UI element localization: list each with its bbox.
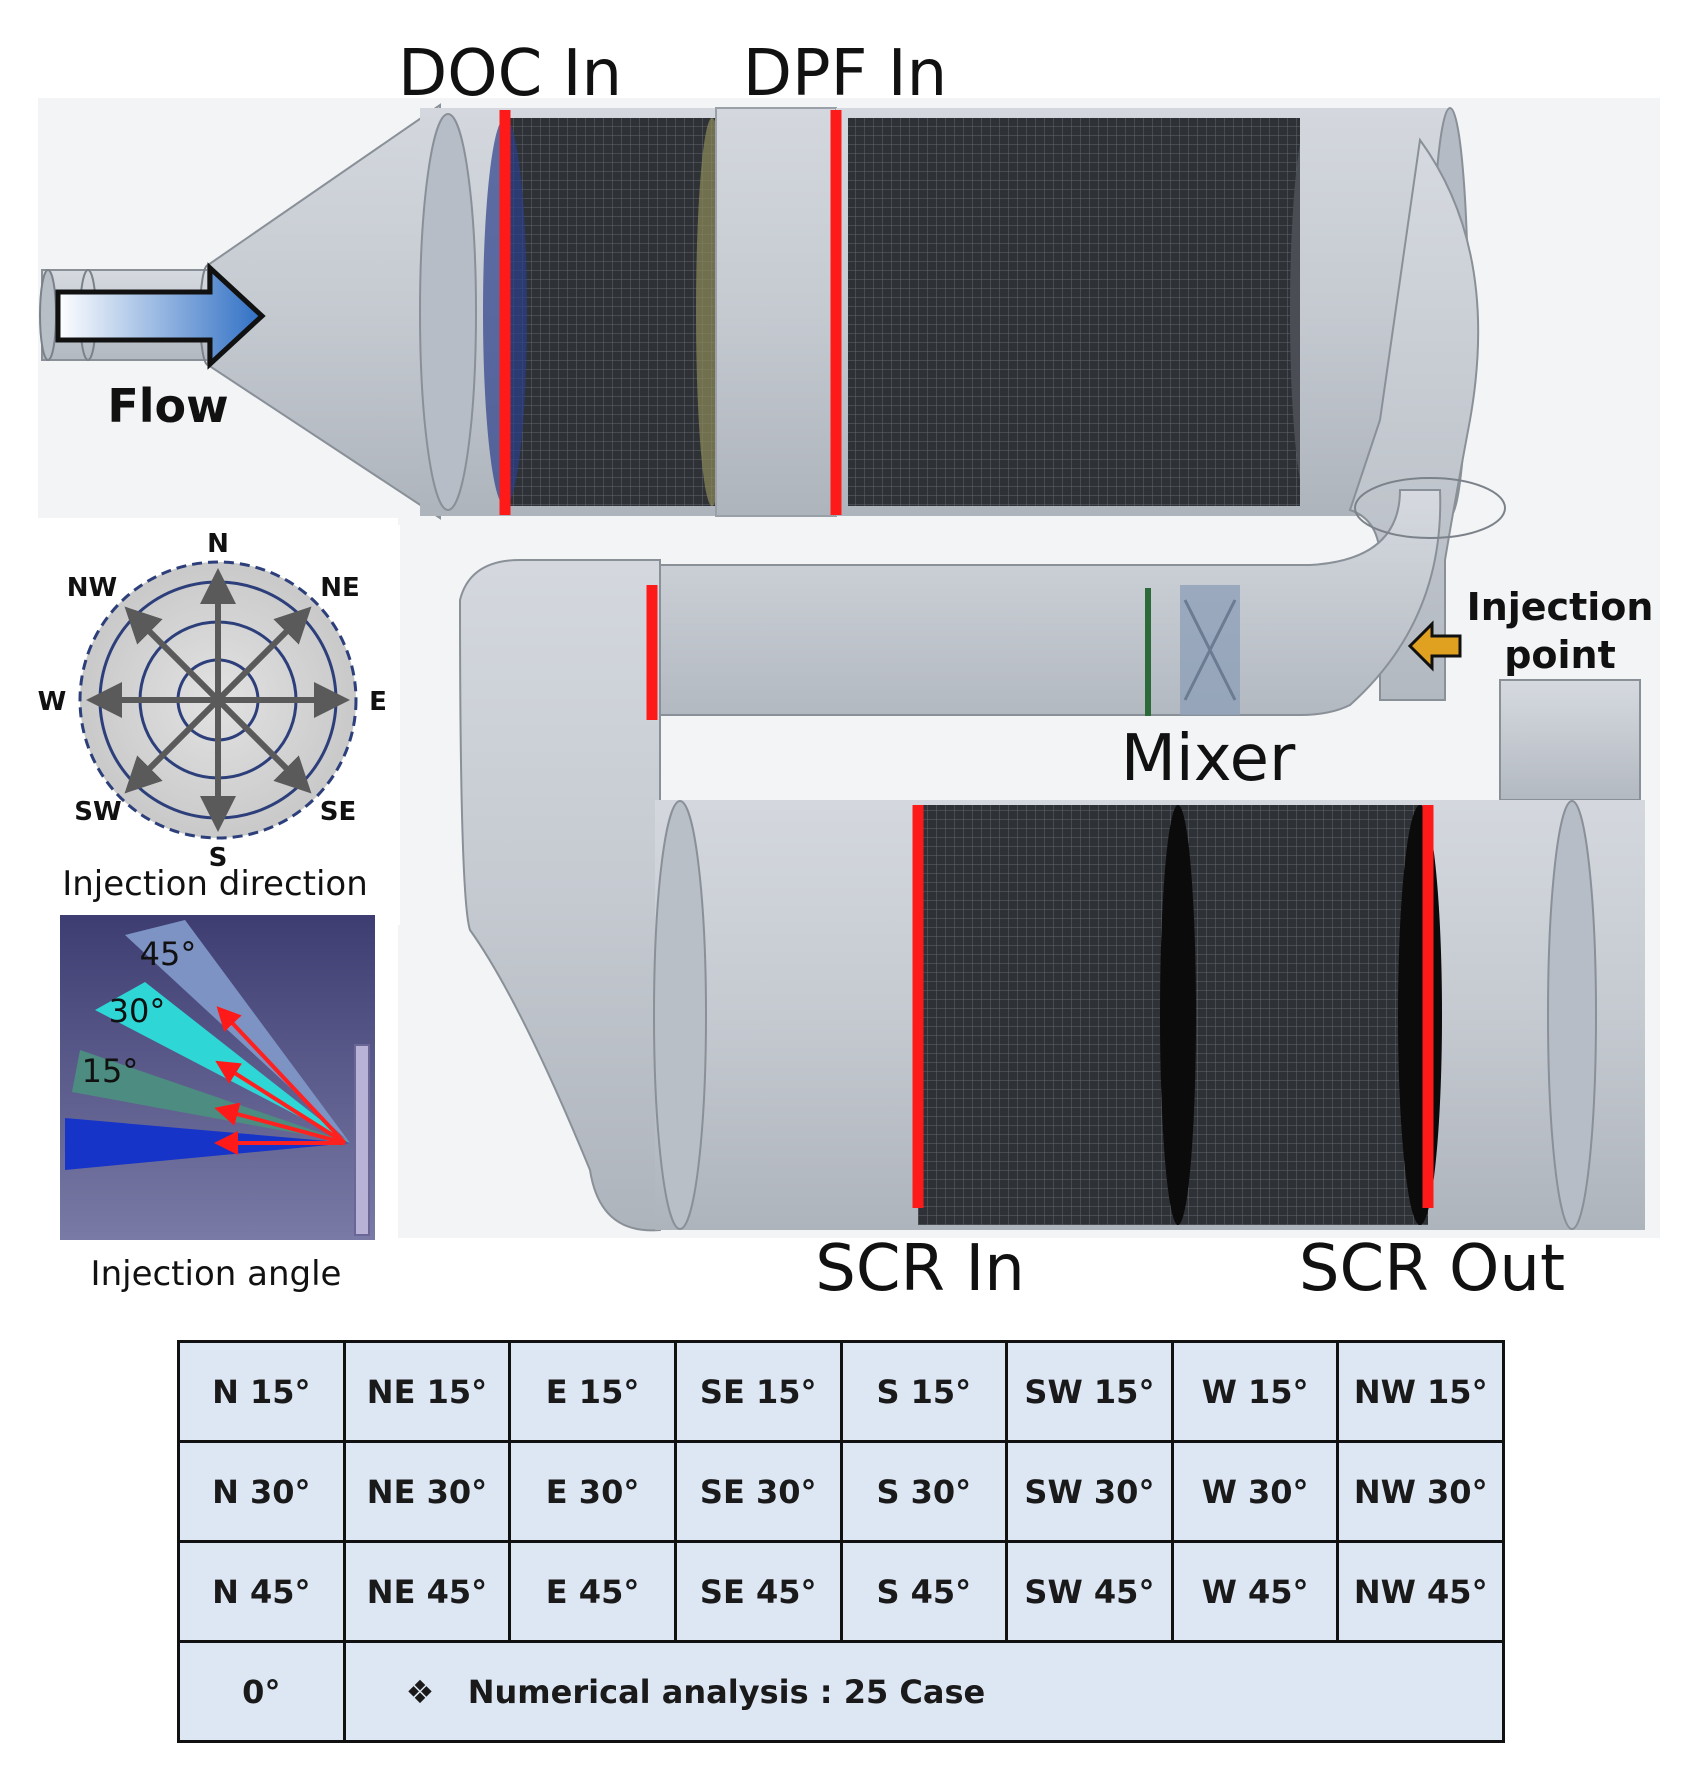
scr-out-label: SCR Out xyxy=(1299,1232,1565,1306)
drop-pipe xyxy=(1499,679,1641,801)
scr-in-label: SCR In xyxy=(815,1232,1025,1306)
table-cell: NE 30° xyxy=(342,1440,512,1543)
diamond-bullet-icon: ❖ xyxy=(405,1672,435,1711)
angle-15-label: 15° xyxy=(82,1052,139,1090)
table-cell: W 15° xyxy=(1170,1340,1340,1443)
table-cell: 0° xyxy=(177,1640,346,1743)
case-table: N 15° NE 15° E 15° SE 15° S 15° SW 15° W… xyxy=(177,1340,1506,1743)
table-row: N 30° NE 30° E 30° SE 30° S 30° SW 30° W… xyxy=(177,1440,1505,1543)
case-count-note: ❖ Numerical analysis : 25 Case xyxy=(342,1640,1506,1743)
table-cell: E 15° xyxy=(508,1340,677,1443)
doc-section xyxy=(419,108,728,516)
table-cell: SE 15° xyxy=(673,1340,843,1443)
injection-point-label-line2: point xyxy=(1504,633,1616,677)
table-cell: S 30° xyxy=(839,1440,1009,1543)
flow-arrow-icon xyxy=(55,262,266,370)
compass-w: W xyxy=(38,687,67,717)
compass-e: E xyxy=(369,687,387,717)
table-cell: S 45° xyxy=(839,1540,1009,1643)
table-cell: SE 45° xyxy=(673,1540,843,1643)
doc-dpf-joint xyxy=(715,107,837,517)
table-cell: N 30° xyxy=(177,1440,346,1543)
flow-label: Flow xyxy=(107,379,228,433)
table-cell: W 45° xyxy=(1170,1540,1340,1643)
table-cell: SE 30° xyxy=(673,1440,843,1543)
compass-ne: NE xyxy=(320,573,360,603)
table-cell: NW 45° xyxy=(1336,1540,1505,1643)
injection-point-arrow-icon xyxy=(1407,620,1462,672)
scr-end-cap xyxy=(458,559,661,1232)
compass-sw: SW xyxy=(74,797,121,827)
angle-30-label: 30° xyxy=(109,992,166,1030)
injection-direction-caption: Injection direction xyxy=(62,864,368,904)
table-cell: E 45° xyxy=(508,1540,677,1643)
table-cell: NW 30° xyxy=(1336,1440,1505,1543)
table-cell: N 45° xyxy=(177,1540,346,1643)
compass-nw: NW xyxy=(67,573,117,603)
mixer-pipe xyxy=(639,489,1442,716)
table-cell: NE 45° xyxy=(342,1540,512,1643)
mixer-element xyxy=(1145,585,1240,716)
table-cell: SW 15° xyxy=(1005,1340,1174,1443)
mixer-label: Mixer xyxy=(1121,722,1296,796)
table-cell: NE 15° xyxy=(342,1340,512,1443)
table-cell: SW 30° xyxy=(1005,1440,1174,1543)
table-cell: SW 45° xyxy=(1005,1540,1174,1643)
table-cell: NW 15° xyxy=(1336,1340,1505,1443)
injection-point-label-line1: Injection xyxy=(1467,585,1654,629)
table-cell: W 30° xyxy=(1170,1440,1340,1543)
injection-angle-inset: 45° 30° 15° Injection angle xyxy=(60,915,375,1294)
table-row: N 15° NE 15° E 15° SE 15° S 15° SW 15° W… xyxy=(177,1340,1505,1443)
injector-ring xyxy=(1354,477,1506,539)
table-cell: E 30° xyxy=(508,1440,677,1543)
scr-body xyxy=(653,800,1645,1230)
table-cell: S 15° xyxy=(839,1340,1009,1443)
compass-s: S xyxy=(209,843,228,873)
table-cell: N 15° xyxy=(177,1340,346,1443)
case-count-text: Numerical analysis : 25 Case xyxy=(467,1672,986,1711)
table-row: 0° ❖ Numerical analysis : 25 Case xyxy=(177,1640,1506,1743)
angle-45-label: 45° xyxy=(140,935,197,973)
dpf-in-label: DPF In xyxy=(743,37,947,111)
table-row: N 45° NE 45° E 45° SE 45° S 45° SW 45° W… xyxy=(177,1540,1505,1643)
injection-direction-compass: N S E W NE NW SE SW Injection direction xyxy=(35,525,400,925)
compass-n: N xyxy=(207,529,229,559)
injection-angle-caption: Injection angle xyxy=(91,1254,342,1294)
doc-in-label: DOC In xyxy=(398,37,622,111)
compass-se: SE xyxy=(320,797,357,827)
